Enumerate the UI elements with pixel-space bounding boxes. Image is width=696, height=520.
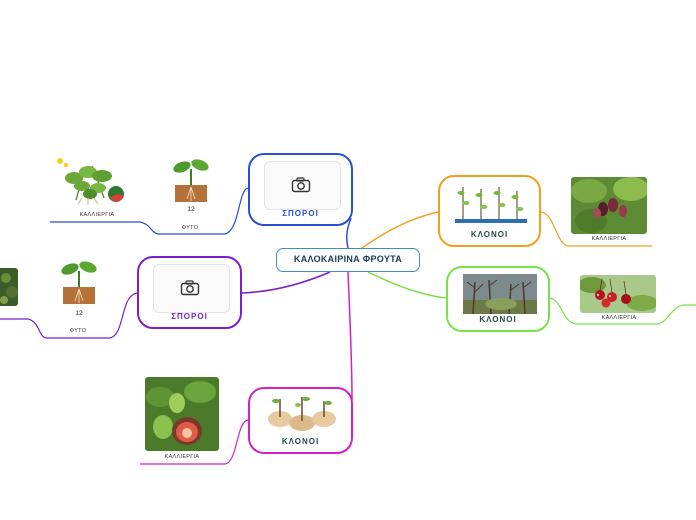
central-topic[interactable]: ΚΑΛΟΚΑΙΡΙΝΑ ΦΡΟΥΤΑ — [276, 248, 420, 272]
watermelon-plant-image — [52, 156, 130, 206]
image-placeholder — [153, 264, 230, 313]
camera-icon[interactable] — [291, 177, 311, 193]
cherries-image — [580, 275, 656, 313]
camera-icon[interactable] — [180, 280, 200, 296]
topic-label: ΣΠΟΡΟΙ — [282, 209, 319, 218]
image-placeholder — [264, 161, 341, 210]
orchard-image — [463, 274, 537, 314]
topic-label: ΚΛΟΝΟΙ — [281, 437, 320, 446]
topic-sporoi-mid[interactable]: ΣΠΟΡΟΙ — [137, 256, 242, 329]
subtopic-fyto-mid[interactable]: ΦΥΤΟ — [69, 328, 87, 334]
cuttings-image — [455, 187, 527, 223]
mulberry-image — [571, 177, 647, 234]
seedling-image — [173, 159, 209, 202]
topic-kloni-right-top[interactable]: ΚΛΟΝΟΙ — [438, 175, 541, 247]
subtopic-kalliergia-right-mid[interactable]: ΚΑΛΛΙΕΡΓΙΑ — [601, 315, 637, 321]
central-topic-title: ΚΑΛΟΚΑΙΡΙΝΑ ΦΡΟΥΤΑ — [293, 254, 403, 264]
subtopic-kalliergia-bottom[interactable]: ΚΑΛΛΙΕΡΓΙΑ — [164, 454, 200, 460]
subtopic-fyto-number-mid: 12 — [75, 310, 83, 317]
topic-label: ΚΛΟΝΟΙ — [470, 230, 509, 239]
subtopic-kalliergia-top[interactable]: ΚΑΛΛΙΕΡΓΙΑ — [79, 212, 115, 218]
topic-label: ΣΠΟΡΟΙ — [171, 312, 208, 321]
seedling-image — [61, 261, 97, 304]
topic-sporoi-top[interactable]: ΣΠΟΡΟΙ — [248, 153, 353, 226]
subtopic-fyto-number-top: 12 — [187, 206, 195, 213]
subtopic-kalliergia-right-top[interactable]: ΚΑΛΛΙΕΡΓΙΑ — [591, 236, 627, 242]
topic-kloni-bottom[interactable]: ΚΛΟΝΟΙ — [248, 387, 353, 454]
subtopic-fyto-top[interactable]: ΦΥΤΟ — [181, 225, 199, 231]
topic-label: ΚΛΟΝΟΙ — [479, 315, 517, 324]
topic-kloni-right-mid[interactable]: ΚΛΟΝΟΙ — [446, 266, 550, 332]
fig-image — [145, 377, 219, 451]
cuttings-image — [268, 397, 336, 431]
plant-image-cropped — [0, 268, 18, 306]
